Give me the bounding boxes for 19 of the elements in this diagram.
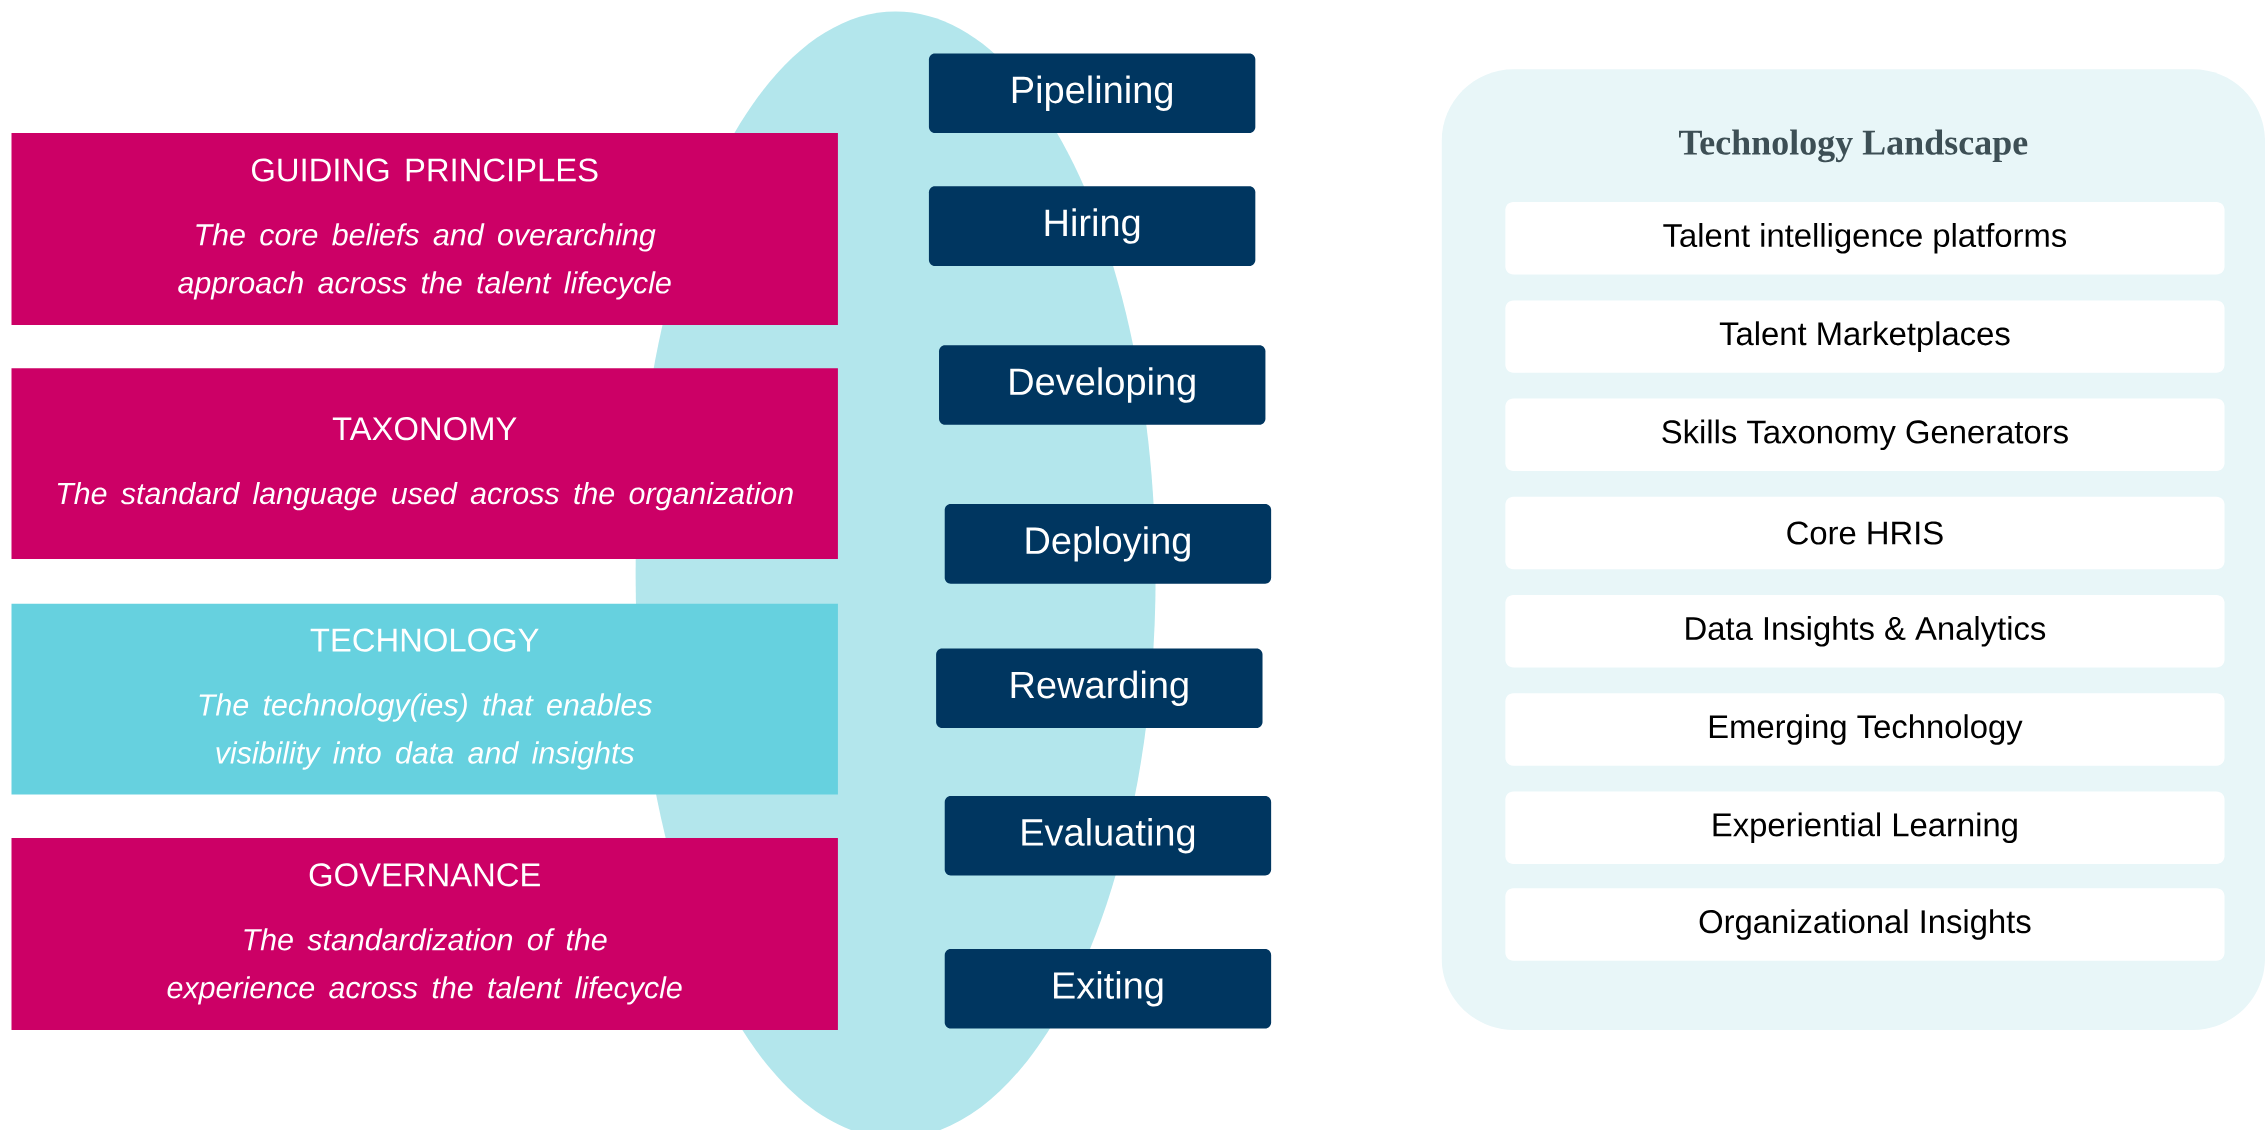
stage-box: Pipelining xyxy=(928,53,1256,133)
item-box: Core HRIS xyxy=(1505,496,2225,570)
stage-box: Developing xyxy=(939,345,1266,425)
stage-box: Rewarding xyxy=(936,648,1263,729)
stage-box: Exiting xyxy=(944,949,1272,1029)
item-box: Emerging Technology xyxy=(1505,693,2225,766)
item-box: Skills Taxonomy Generators xyxy=(1505,398,2225,471)
stage-box: Hiring xyxy=(928,186,1256,266)
pillar-box: GUIDING PRINCIPLES The core beliefs and overarching approach across the talent lifecycle xyxy=(11,133,838,325)
stage-box: Evaluating xyxy=(944,795,1272,876)
item-box: Experiential Learning xyxy=(1505,791,2225,864)
item-box: Talent Marketplaces xyxy=(1505,300,2225,373)
pillar-box: GOVERNANCE The standardization of the experience across the talent lifecycle xyxy=(11,837,838,1030)
item-box: Data Insights & Analytics xyxy=(1505,595,2225,668)
pillar-box: TECHNOLOGY The technology(ies) that enables visibility into data and insights xyxy=(11,603,838,795)
item-box: Talent intelligence platforms xyxy=(1505,202,2225,275)
stage-box: Deploying xyxy=(944,504,1272,584)
pillar-box: TAXONOMY The standard language used across the organization xyxy=(11,368,838,560)
item-box: Organizational Insights xyxy=(1505,888,2225,961)
